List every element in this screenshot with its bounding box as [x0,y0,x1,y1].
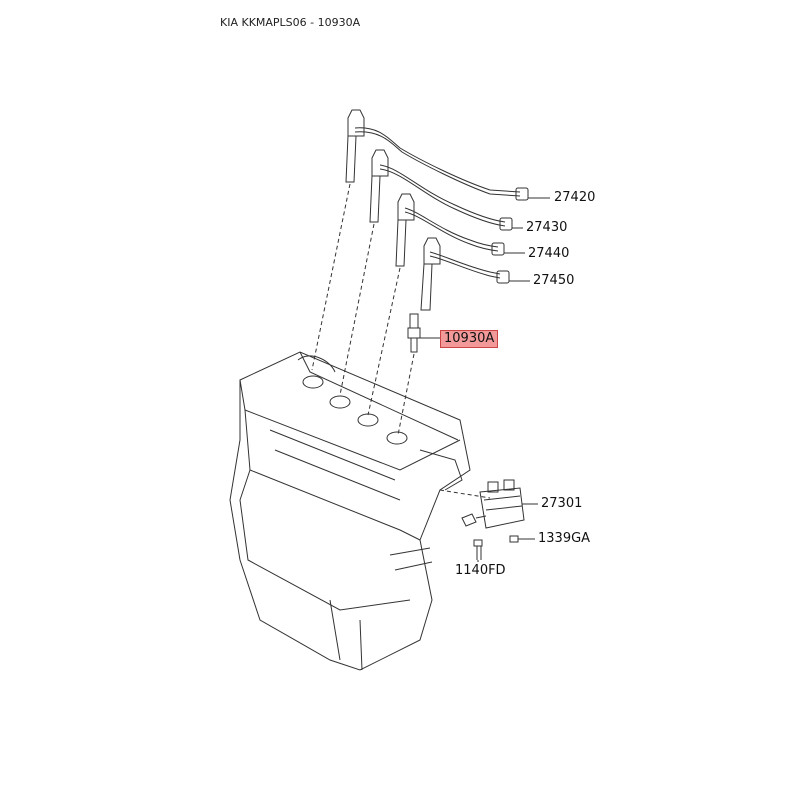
cable-end-boots [491,187,529,284]
leader-lines [477,197,550,562]
alignment-dashes [311,183,491,499]
callout-27450: 27450 [533,273,575,288]
spark-plug [407,313,440,353]
callout-10930A-highlighted: 10930A [440,330,499,348]
callout-1140FD: 1140FD [455,563,506,578]
ignition-coil [461,479,525,529]
bolts [473,535,519,560]
callout-27440: 27440 [528,246,570,261]
callout-27430: 27430 [526,220,568,235]
ignition-cables [354,127,521,279]
callout-27301: 27301 [541,496,583,511]
page-title: KIA KKMAPLS06 - 10930A [220,16,361,29]
callout-27420: 27420 [554,190,596,205]
plug-boots [345,109,441,311]
callout-1339GA: 1339GA [538,531,591,546]
engine-block [229,351,471,671]
